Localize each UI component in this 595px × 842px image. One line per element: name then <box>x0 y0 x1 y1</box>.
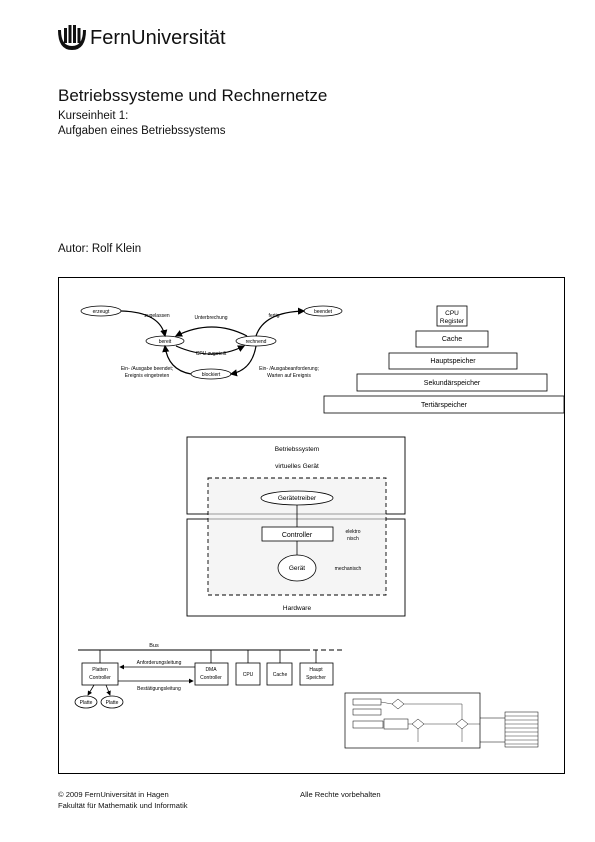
box-cpu <box>235 662 261 686</box>
label-elektronisch-1: elektro <box>345 529 360 535</box>
label-tertiaerspeicher: Tertiärspeicher <box>421 402 468 409</box>
label-cpu: CPU <box>445 310 459 317</box>
box-controller <box>261 526 334 542</box>
cover-illustration-frame <box>58 277 565 774</box>
label-dma-controller: Controller <box>200 675 222 681</box>
document-title: Betriebssysteme und Rechnernetze <box>58 86 328 105</box>
label-fertig: fertig <box>268 313 279 319</box>
label-platte-2: Platte <box>106 700 119 706</box>
label-cpu-zugeteilt: CPU zugeteilt <box>196 351 227 357</box>
label-geraet: Gerät <box>289 565 305 572</box>
document-subtitle: Aufgaben eines Betriebssystems <box>58 125 226 137</box>
label-beendet: beendet <box>314 309 333 315</box>
label-bus-cache: Cache <box>273 672 288 678</box>
footer-rights: Alle Rechte vorbehalten <box>300 790 381 799</box>
label-sekundaerspeicher: Sekundärspeicher <box>424 380 481 387</box>
label-zugelassen: zugelassen <box>144 313 170 319</box>
mem-tertiaerspeicher <box>323 395 565 414</box>
label-bestaetigungsleitung: Bestätigungsleitung <box>137 686 181 692</box>
footer-copyright: © 2009 FernUniversität in Hagen <box>58 790 169 799</box>
label-register: Register <box>440 318 465 325</box>
label-ein-ausgabeanforderung: Ein- /Ausgabeanforderung; <box>259 366 319 372</box>
os-device-diagram: Betriebssystem virtuelles Gerät Gerätetr… <box>186 436 406 617</box>
label-betriebssystem: Betriebssystem <box>275 446 319 453</box>
label-ein-ausgabe-beendet: Ein- /Ausgabe beendet; <box>121 366 173 372</box>
label-warten-auf-ereignis: Warten auf Ereignis <box>267 373 311 379</box>
box-cache <box>266 662 293 686</box>
small-schematic <box>344 692 539 749</box>
author: Autor: Rolf Klein <box>58 243 142 255</box>
box-dma-controller <box>194 662 229 686</box>
label-bereit: bereit <box>159 339 172 345</box>
label-cache: Cache <box>442 336 462 343</box>
label-elektronisch-2: nisch <box>347 536 359 542</box>
label-platten: Platten <box>92 667 108 673</box>
mem-cpu-register <box>436 305 468 327</box>
logo-text: FernUniversität <box>90 27 226 49</box>
footer-faculty: Fakultät für Mathematik und Informatik <box>58 801 188 810</box>
course-unit: Kurseinheit 1: <box>58 110 129 122</box>
label-anforderungsleitung: Anforderungsleitung <box>137 660 182 666</box>
label-dma: DMA <box>205 667 217 673</box>
box-hauptspeicher <box>299 662 334 686</box>
label-bus-haupt: Haupt <box>309 667 323 673</box>
label-rechnend: rechnend <box>246 339 267 345</box>
process-state-diagram: erzeugt beendet bereit rechnend blockier… <box>80 305 343 380</box>
mem-sekundaerspeicher <box>356 373 548 392</box>
mem-hauptspeicher <box>388 352 518 370</box>
fernuni-logo-icon <box>58 25 86 50</box>
label-geraetetreiber: Gerätetreiber <box>278 495 317 502</box>
label-erzeugt: erzeugt <box>93 309 110 315</box>
memory-hierarchy: CPU Register Cache Hauptspeicher Sekundä… <box>323 305 565 414</box>
mem-cache <box>415 330 489 348</box>
ellipse-platte-1 <box>74 695 98 709</box>
box-platten-controller <box>81 662 119 686</box>
label-ereignis-eingetreten: Ereignis eingetreten <box>125 373 170 379</box>
label-bus-speicher: Speicher <box>306 675 326 681</box>
label-mechanisch: mechanisch <box>335 566 362 572</box>
label-virtuelles-geraet: virtuelles Gerät <box>275 463 319 470</box>
label-platten-controller: Controller <box>89 675 111 681</box>
label-platte-1: Platte <box>80 700 93 706</box>
label-controller: Controller <box>282 532 313 539</box>
bus-diagram: Bus Platten Controller Anforderungsleitu… <box>74 643 345 709</box>
label-bus-cpu: CPU <box>243 672 254 678</box>
label-unterbrechung: Unterbrechung <box>194 315 227 321</box>
label-bus: Bus <box>149 643 159 649</box>
ellipse-platte-2 <box>100 695 124 709</box>
label-hauptspeicher: Hauptspeicher <box>430 358 476 365</box>
label-blockiert: blockiert <box>202 372 221 378</box>
label-hardware: Hardware <box>283 605 312 612</box>
